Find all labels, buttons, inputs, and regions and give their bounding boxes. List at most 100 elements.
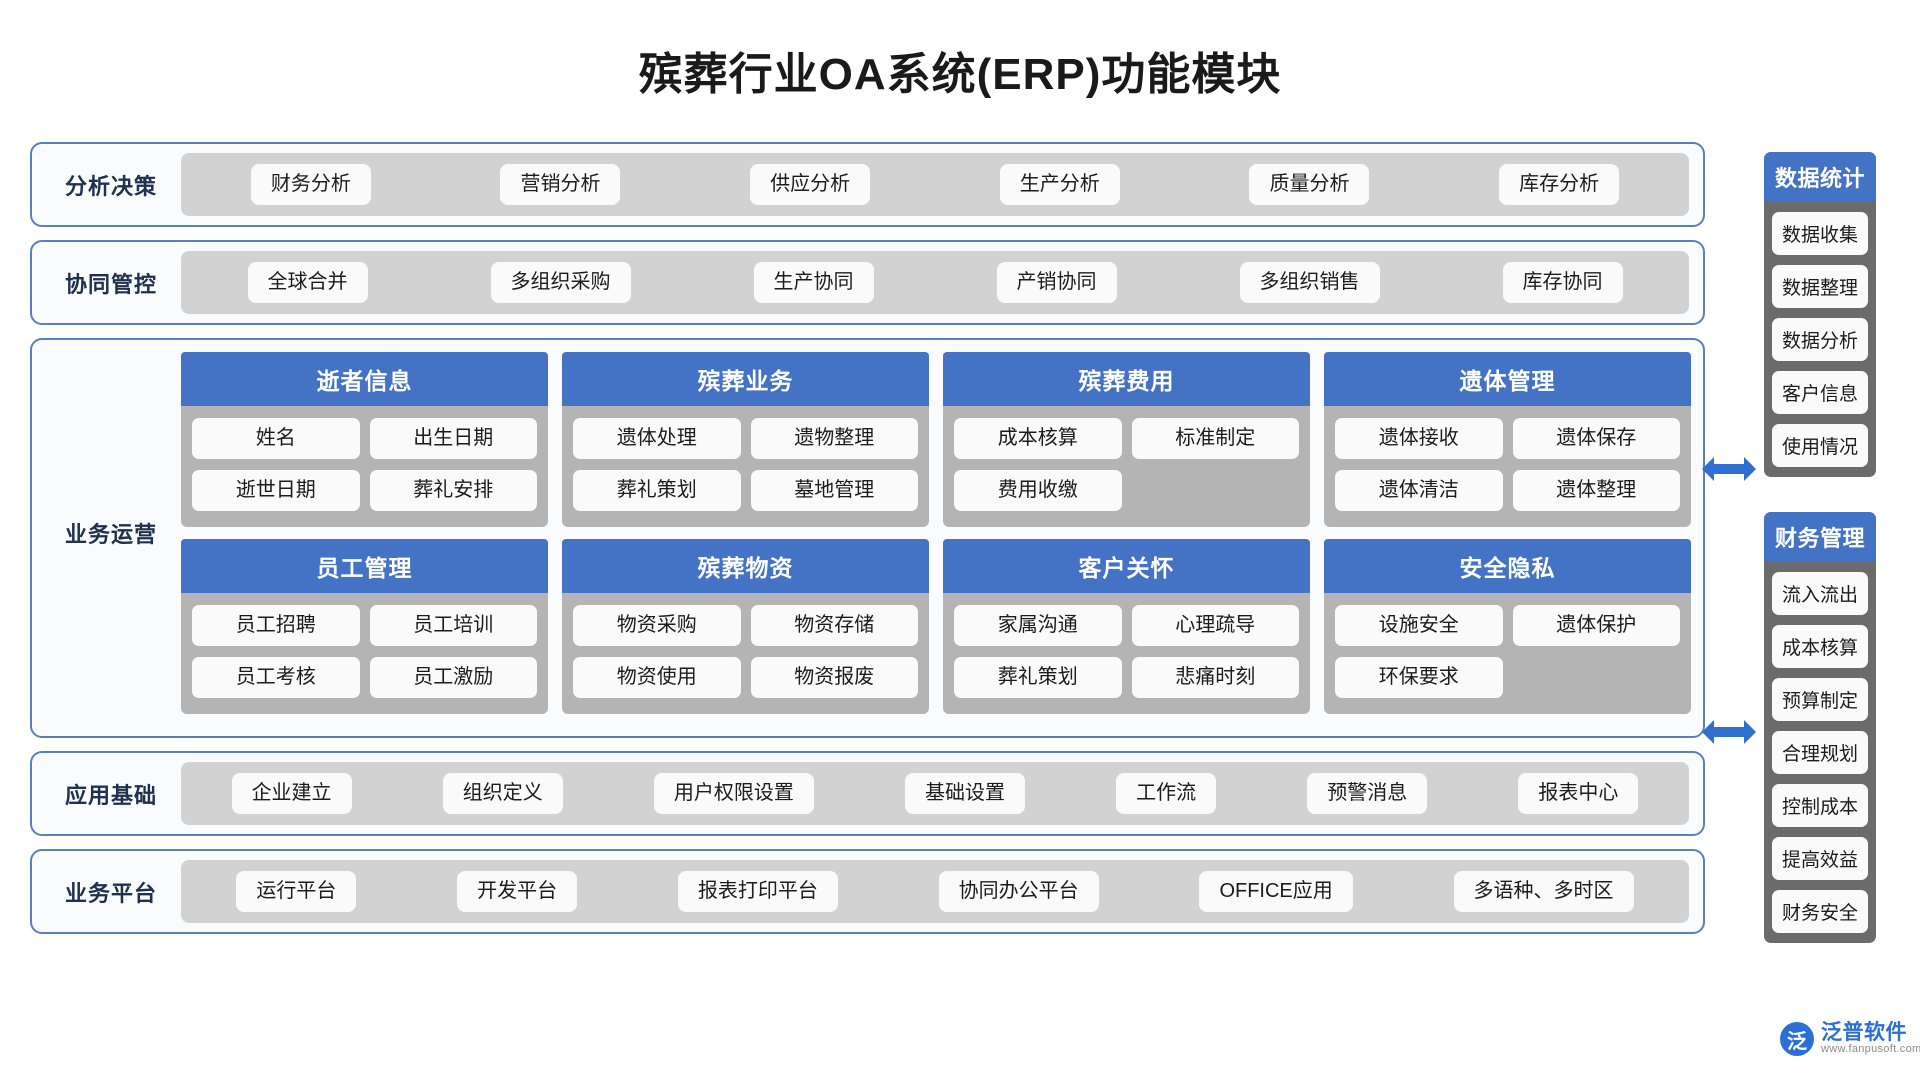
- band-label-operations: 业务运营: [64, 522, 157, 547]
- sidebar-item-stats-4[interactable]: 使用情况: [1772, 424, 1868, 467]
- sidebar-item-finance-2[interactable]: 预算制定: [1772, 678, 1868, 721]
- card-body-4: 员工招聘 员工培训 员工考核 员工激励: [181, 593, 548, 714]
- card-title-1: 殡葬业务: [562, 352, 929, 406]
- chip-appbase-6[interactable]: 报表中心: [1518, 773, 1639, 814]
- card-item-5-1[interactable]: 物资存储: [750, 605, 918, 646]
- card-item-1-0[interactable]: 遗体处理: [573, 418, 741, 459]
- card-item-6-0[interactable]: 家属沟通: [954, 605, 1122, 646]
- chip-appbase-1[interactable]: 组织定义: [442, 773, 563, 814]
- band-items-application-base: 企业建立 组织定义 用户权限设置 基础设置 工作流 预警消息 报表中心: [181, 762, 1689, 825]
- card-title-4: 员工管理: [181, 539, 548, 593]
- chip-appbase-3[interactable]: 基础设置: [904, 773, 1025, 814]
- card-item-7-0[interactable]: 设施安全: [1335, 605, 1503, 646]
- band-application-base: 应用基础 企业建立 组织定义 用户权限设置 基础设置 工作流 预警消息 报表中心: [30, 751, 1705, 836]
- band-label-application-base: 应用基础: [64, 782, 157, 808]
- card-item-2-0[interactable]: 成本核算: [954, 418, 1122, 459]
- band-items-business-platform: 运行平台 开发平台 报表打印平台 协同办公平台 OFFICE应用 多语种、多时区: [181, 860, 1689, 923]
- chip-analysis-5[interactable]: 库存分析: [1499, 164, 1620, 205]
- main-column: 分析决策 财务分析 营销分析 供应分析 生产分析 质量分析 库存分析 协同管控 …: [30, 142, 1705, 947]
- card-item-4-1[interactable]: 员工培训: [369, 605, 537, 646]
- sidebar-item-finance-1[interactable]: 成本核算: [1772, 625, 1868, 668]
- sidebar-title-data-statistics: 数据统计: [1764, 152, 1876, 202]
- sidebar-item-stats-1[interactable]: 数据整理: [1772, 265, 1868, 308]
- card-item-0-1[interactable]: 出生日期: [369, 418, 537, 459]
- card-item-2-1[interactable]: 标准制定: [1131, 418, 1299, 459]
- sidebar-item-stats-3[interactable]: 客户信息: [1772, 371, 1868, 414]
- double-arrow-icon-bottom: [1702, 720, 1756, 744]
- card-item-2-2[interactable]: 费用收缴: [954, 470, 1122, 511]
- card-item-3-0[interactable]: 遗体接收: [1335, 418, 1503, 459]
- sidebar-item-finance-4[interactable]: 控制成本: [1772, 784, 1868, 827]
- card-deceased-info: 逝者信息 姓名 出生日期 逝世日期 葬礼安排: [181, 352, 548, 527]
- band-collaboration: 协同管控 全球合并 多组织采购 生产协同 产销协同 多组织销售 库存协同: [30, 240, 1705, 325]
- card-item-0-2[interactable]: 逝世日期: [192, 470, 360, 511]
- card-funeral-fees: 殡葬费用 成本核算 标准制定 费用收缴: [943, 352, 1310, 527]
- card-body-2: 成本核算 标准制定 费用收缴: [943, 406, 1310, 527]
- band-items-collaboration: 全球合并 多组织采购 生产协同 产销协同 多组织销售 库存协同: [181, 251, 1689, 314]
- chip-appbase-0[interactable]: 企业建立: [231, 773, 352, 814]
- card-body-7: 设施安全 遗体保护 环保要求: [1324, 593, 1691, 714]
- card-item-1-2[interactable]: 葬礼策划: [573, 470, 741, 511]
- card-item-3-1[interactable]: 遗体保存: [1512, 418, 1680, 459]
- chip-platform-0[interactable]: 运行平台: [236, 871, 357, 912]
- chip-collab-2[interactable]: 生产协同: [753, 262, 874, 303]
- card-item-5-0[interactable]: 物资采购: [573, 605, 741, 646]
- card-item-3-2[interactable]: 遗体清洁: [1335, 470, 1503, 511]
- chip-platform-2[interactable]: 报表打印平台: [677, 871, 838, 912]
- chip-appbase-5[interactable]: 预警消息: [1307, 773, 1428, 814]
- card-body-5: 物资采购 物资存储 物资使用 物资报废: [562, 593, 929, 714]
- chip-platform-4[interactable]: OFFICE应用: [1199, 871, 1353, 912]
- card-item-6-2[interactable]: 葬礼策划: [954, 657, 1122, 698]
- chip-analysis-2[interactable]: 供应分析: [750, 164, 871, 205]
- chip-collab-1[interactable]: 多组织采购: [490, 262, 631, 303]
- card-item-6-3[interactable]: 悲痛时刻: [1131, 657, 1299, 698]
- card-item-0-3[interactable]: 葬礼安排: [369, 470, 537, 511]
- logo-url: www.fanpusoft.com: [1821, 1043, 1920, 1056]
- card-title-3: 遗体管理: [1324, 352, 1691, 406]
- chip-platform-5[interactable]: 多语种、多时区: [1453, 871, 1634, 912]
- card-funeral-business: 殡葬业务 遗体处理 遗物整理 葬礼策划 墓地管理: [562, 352, 929, 527]
- chip-collab-3[interactable]: 产销协同: [996, 262, 1117, 303]
- card-item-1-3[interactable]: 墓地管理: [750, 470, 918, 511]
- chip-analysis-3[interactable]: 生产分析: [999, 164, 1120, 205]
- card-item-1-1[interactable]: 遗物整理: [750, 418, 918, 459]
- sidebar-item-stats-0[interactable]: 数据收集: [1772, 212, 1868, 255]
- band-label-business-platform: 业务平台: [64, 880, 157, 906]
- chip-collab-0[interactable]: 全球合并: [247, 262, 368, 303]
- chip-appbase-2[interactable]: 用户权限设置: [653, 773, 814, 814]
- card-item-7-2[interactable]: 环保要求: [1335, 657, 1503, 698]
- card-item-4-0[interactable]: 员工招聘: [192, 605, 360, 646]
- card-body-management: 遗体管理 遗体接收 遗体保存 遗体清洁 遗体整理: [1324, 352, 1691, 527]
- sidebar-item-finance-3[interactable]: 合理规划: [1772, 731, 1868, 774]
- card-item-0-0[interactable]: 姓名: [192, 418, 360, 459]
- chip-collab-5[interactable]: 库存协同: [1502, 262, 1623, 303]
- card-item-4-2[interactable]: 员工考核: [192, 657, 360, 698]
- card-item-5-2[interactable]: 物资使用: [573, 657, 741, 698]
- sidebar-item-finance-5[interactable]: 提高效益: [1772, 837, 1868, 880]
- card-item-6-1[interactable]: 心理疏导: [1131, 605, 1299, 646]
- chip-analysis-0[interactable]: 财务分析: [250, 164, 371, 205]
- card-body-6: 家属沟通 心理疏导 葬礼策划 悲痛时刻: [943, 593, 1310, 714]
- chip-analysis-1[interactable]: 营销分析: [500, 164, 621, 205]
- card-item-5-3[interactable]: 物资报废: [750, 657, 918, 698]
- chip-platform-1[interactable]: 开发平台: [457, 871, 578, 912]
- card-title-5: 殡葬物资: [562, 539, 929, 593]
- card-title-2: 殡葬费用: [943, 352, 1310, 406]
- chip-appbase-4[interactable]: 工作流: [1116, 773, 1217, 814]
- band-operations: 业务运营 逝者信息 姓名 出生日期 逝世日期 葬礼安排 殡葬业务 遗体处理 遗: [30, 338, 1705, 738]
- chip-platform-3[interactable]: 协同办公平台: [938, 871, 1099, 912]
- sidebar-item-finance-6[interactable]: 财务安全: [1772, 890, 1868, 933]
- brand-logo: 泛 泛普软件 www.fanpusoft.com: [1780, 1022, 1920, 1056]
- card-item-7-1[interactable]: 遗体保护: [1512, 605, 1680, 646]
- sidebar-item-finance-0[interactable]: 流入流出: [1772, 572, 1868, 615]
- card-title-7: 安全隐私: [1324, 539, 1691, 593]
- chip-collab-4[interactable]: 多组织销售: [1239, 262, 1380, 303]
- sidebar-item-stats-2[interactable]: 数据分析: [1772, 318, 1868, 361]
- page-title: 殡葬行业OA系统(ERP)功能模块: [638, 50, 1282, 99]
- card-safety-privacy: 安全隐私 设施安全 遗体保护 环保要求: [1324, 539, 1691, 714]
- chip-analysis-4[interactable]: 质量分析: [1249, 164, 1370, 205]
- card-item-4-3[interactable]: 员工激励: [369, 657, 537, 698]
- card-title-6: 客户关怀: [943, 539, 1310, 593]
- operations-grid: 逝者信息 姓名 出生日期 逝世日期 葬礼安排 殡葬业务 遗体处理 遗物整理 葬礼…: [181, 352, 1691, 714]
- card-item-3-3[interactable]: 遗体整理: [1512, 470, 1680, 511]
